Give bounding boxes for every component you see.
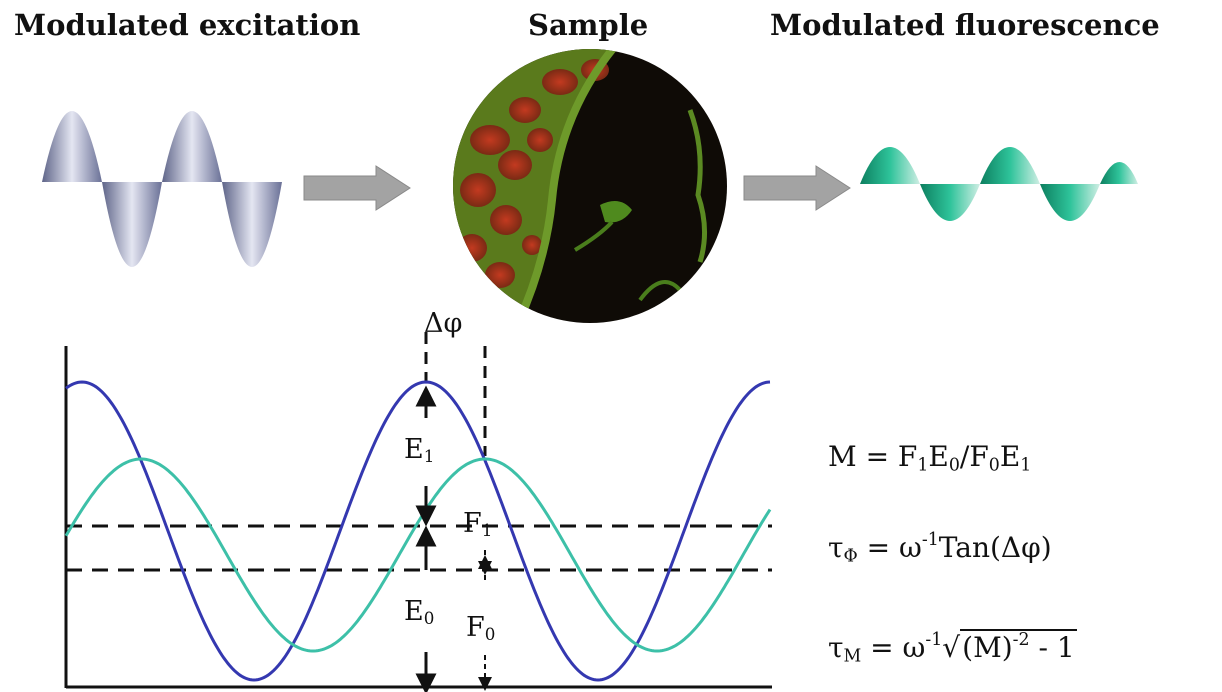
equation-modulation-lifetime: τM = ω-1√(M)-2 - 1	[828, 629, 1077, 667]
arrow-right-icon-2	[743, 165, 851, 211]
fluorescence-wave-icon	[860, 147, 1138, 221]
sqrt-icon: √	[942, 631, 961, 665]
excitation-lobe-4	[222, 182, 282, 267]
equation-phase-lifetime: τΦ = ω-1Tan(Δφ)	[828, 530, 1052, 567]
label-f0: F0	[466, 612, 496, 645]
label-e1: E1	[404, 434, 435, 467]
fluorescence-lobe-3	[980, 147, 1040, 184]
arrow-right-icon-1	[303, 165, 411, 211]
fluorescence-lobe-4	[1040, 184, 1100, 221]
fluorescence-lobe-2	[920, 184, 980, 221]
heading-modulated-fluorescence: Modulated fluorescence	[770, 8, 1160, 42]
sqrt-body: (M)-2 - 1	[960, 629, 1077, 665]
excitation-curve	[65, 380, 771, 682]
heading-modulated-excitation: Modulated excitation	[14, 8, 361, 42]
label-e0: E0	[404, 596, 435, 629]
equation-modulation: M = F1E0/F0E1	[828, 440, 1032, 476]
excitation-lobe-3	[162, 111, 222, 182]
heading-sample: Sample	[528, 8, 649, 42]
label-f1: F1	[463, 508, 493, 541]
excitation-lobe-1	[42, 111, 102, 182]
sample-micrograph-image	[453, 49, 727, 323]
fluorescence-lobe-1	[860, 147, 920, 184]
label-delta-phi: Δφ	[424, 308, 463, 339]
excitation-lobe-2	[102, 182, 162, 267]
fluorescence-lobe-5	[1100, 162, 1138, 184]
excitation-wave-icon	[42, 111, 282, 267]
